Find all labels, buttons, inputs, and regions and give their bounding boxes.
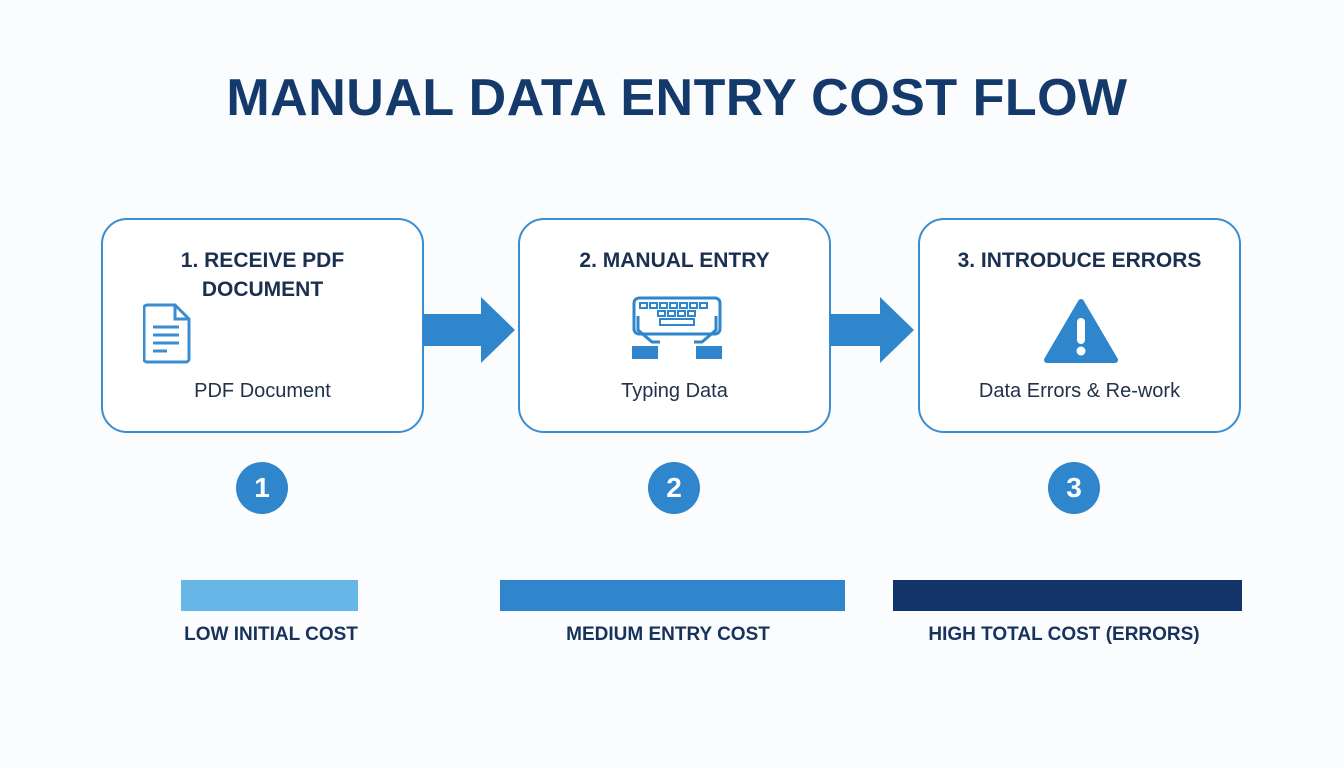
arrow-right-icon: [423, 297, 515, 363]
step-number-badge: 3: [1048, 462, 1100, 514]
cost-label: LOW INITIAL COST: [184, 624, 358, 645]
cost-bar-medium: [500, 580, 845, 611]
document-icon: [143, 303, 191, 364]
warning-icon: [1044, 299, 1118, 363]
step-subtitle: PDF Document: [194, 380, 331, 402]
step-box-2: 2. MANUAL ENTRY Typing Data: [518, 218, 831, 433]
keyboard-typing-icon: [632, 296, 722, 359]
step-title: 1. RECEIVE PDF DOCUMENT: [180, 249, 345, 301]
cost-bar-low: [181, 580, 358, 611]
cost-label: HIGH TOTAL COST (ERRORS): [928, 624, 1200, 645]
step-box-1: 1. RECEIVE PDF DOCUMENT PDF Document: [101, 218, 424, 433]
step-subtitle: Data Errors & Re-work: [978, 380, 1181, 402]
cost-label: MEDIUM ENTRY COST: [566, 624, 770, 645]
step-box-3: 3. INTRODUCE ERRORS Data Errors & Re-wor…: [918, 218, 1241, 433]
step-subtitle: Typing Data: [621, 380, 728, 402]
arrow-right-icon: [830, 297, 914, 363]
step-number-badge: 1: [236, 462, 288, 514]
step-title: 2. MANUAL ENTRY: [579, 249, 770, 272]
cost-bar-high: [893, 580, 1242, 611]
step-number-badge: 2: [648, 462, 700, 514]
page-title: MANUAL DATA ENTRY COST FLOW: [226, 69, 1128, 127]
step-title: 3. INTRODUCE ERRORS: [957, 249, 1202, 272]
